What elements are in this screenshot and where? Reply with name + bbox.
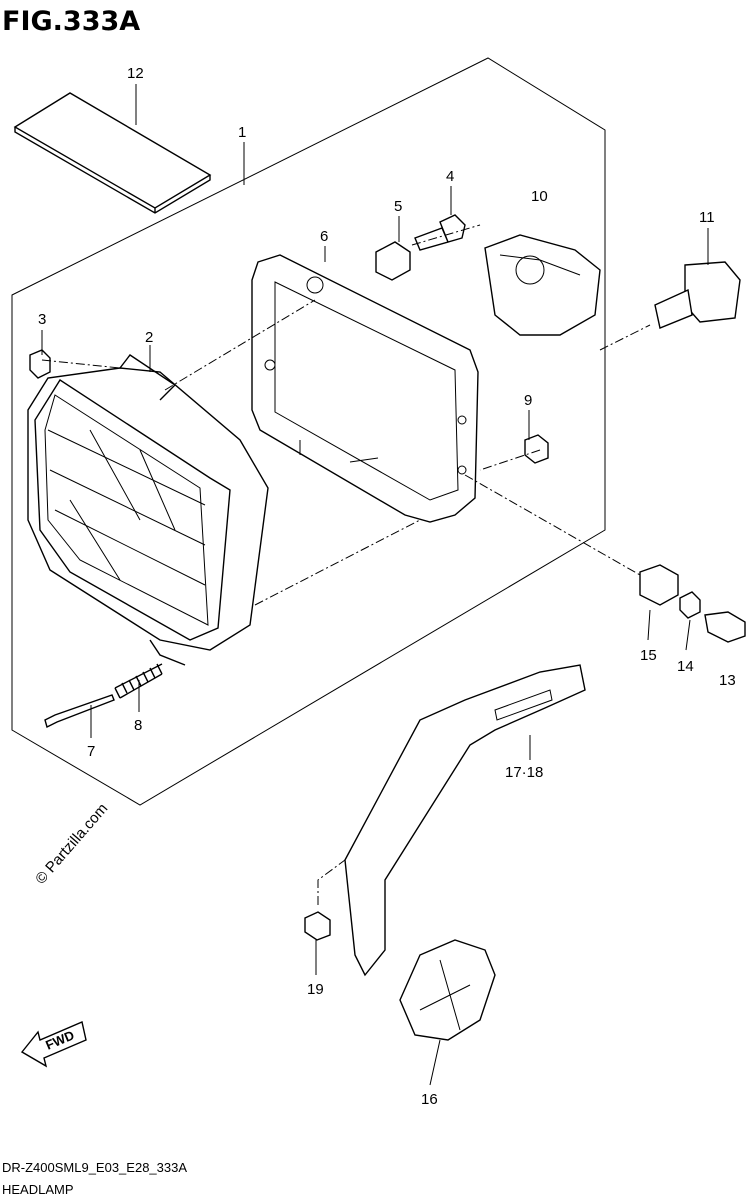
part-5-grommet [375, 241, 411, 281]
callout-6: 6 [320, 228, 328, 245]
fwd-arrow: FWD [20, 1021, 87, 1068]
part-14-collar [679, 591, 701, 619]
callout-11: 11 [699, 209, 715, 226]
callout-2: 2 [145, 329, 153, 346]
callout-15: 15 [640, 647, 657, 664]
watermark: © Partzilla.com [32, 800, 111, 887]
callout-17-18: 17·18 [505, 764, 543, 781]
callout-1: 1 [238, 124, 246, 141]
part-6-headlamp-frame [251, 254, 479, 523]
callout-9: 9 [524, 392, 532, 409]
part-9-clip-nut [524, 434, 549, 464]
figure-title: FIG.333A [2, 6, 140, 37]
assembly-outline [11, 57, 606, 806]
part-4-screw [414, 214, 466, 251]
leader-lines [41, 84, 709, 1086]
part-11-bulb [654, 261, 741, 329]
callout-16: 16 [421, 1091, 438, 1108]
part-7-bolt [44, 694, 115, 729]
part-12-label-plate [13, 92, 212, 214]
figure-code: DR-Z400SML9_E03_E28_333A [2, 1160, 187, 1175]
callout-4: 4 [446, 168, 454, 185]
part-15-grommet [639, 564, 679, 606]
callout-7: 7 [87, 743, 95, 760]
part-13-bolt [704, 611, 746, 643]
figure-name: HEADLAMP [2, 1182, 74, 1197]
part-16-reflector [399, 939, 496, 1041]
part-10-bulb-cover [484, 234, 601, 336]
callout-14: 14 [677, 658, 694, 675]
callout-12: 12 [127, 65, 144, 82]
guide-lines [41, 224, 651, 905]
callout-5: 5 [394, 198, 402, 215]
callout-3: 3 [38, 311, 46, 328]
bracket-slot [494, 689, 553, 721]
part-2-headlamp-unit [27, 354, 269, 666]
part-17-18-bracket [344, 664, 586, 977]
part-19-nut [304, 911, 331, 941]
callout-13: 13 [719, 672, 736, 689]
callout-8: 8 [134, 717, 142, 734]
part-3-clip-nut [29, 349, 51, 379]
callout-10: 10 [531, 188, 548, 205]
callout-19: 19 [307, 981, 324, 998]
